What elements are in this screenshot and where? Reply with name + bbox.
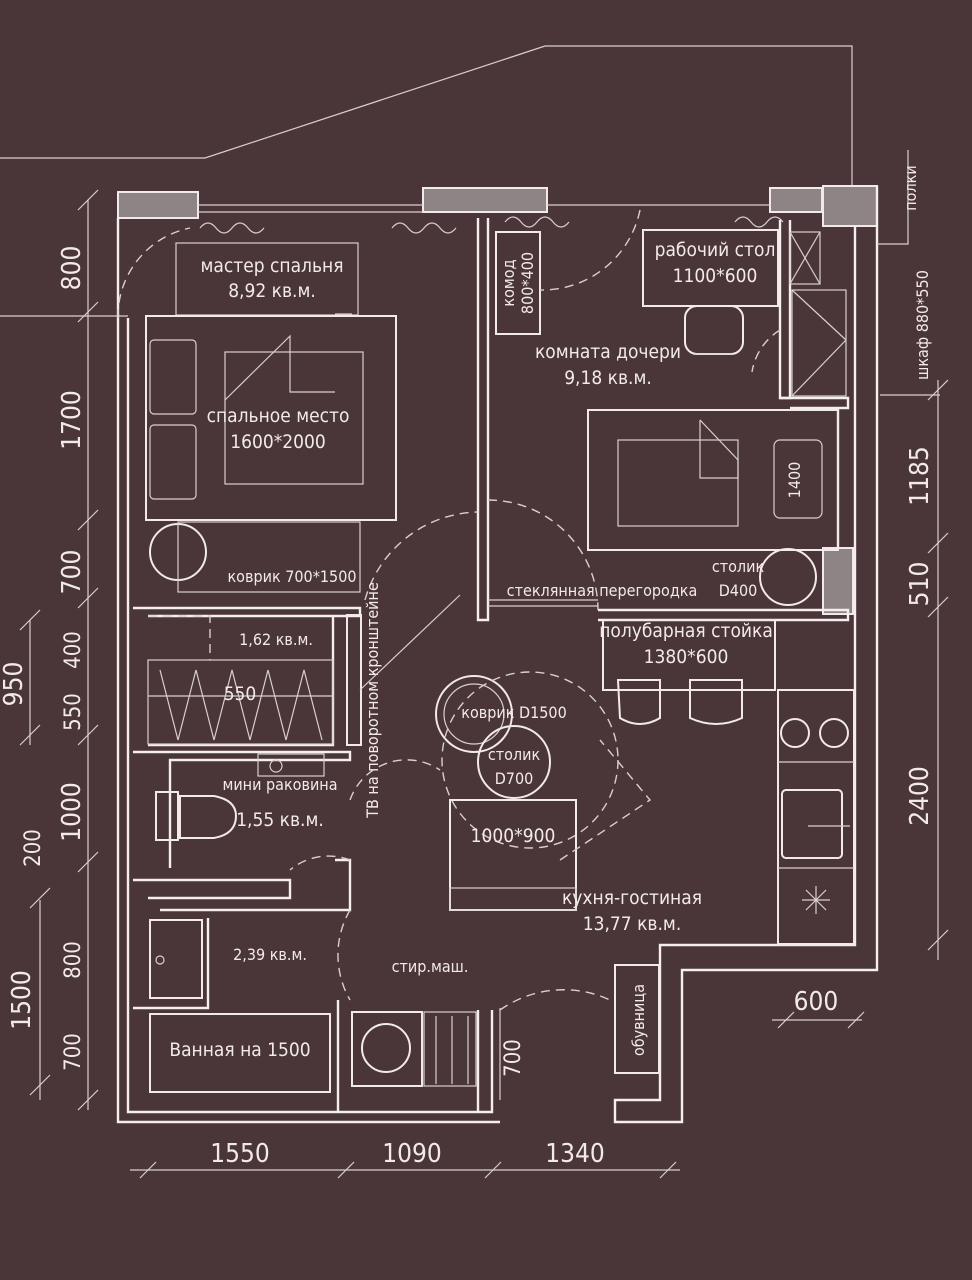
dim-bottom-1090: 1090 xyxy=(382,1139,442,1169)
daughter-room-area: 9,18 кв.м. xyxy=(564,367,652,389)
glass-partition-label: стеклянная перегородка xyxy=(507,581,698,600)
master-bedroom-area: 8,92 кв.м. xyxy=(228,280,316,302)
dim-bottom-1340: 1340 xyxy=(545,1139,605,1169)
dim-left-1000: 1000 xyxy=(57,782,87,842)
side-table-size: D400 xyxy=(719,581,758,600)
living-area: коврик D1500 столик D700 1000*900 xyxy=(349,671,652,911)
washer-label: стир.маш. xyxy=(392,957,469,976)
mini-sink-label: мини раковина xyxy=(222,775,337,794)
dresser: комод 800*400 xyxy=(495,231,541,335)
rug-small: коврик 700*1500 xyxy=(227,567,356,586)
curtains xyxy=(199,216,784,234)
bed-size: 1600*2000 xyxy=(230,431,326,453)
shoe-rack-label: обувница xyxy=(629,984,648,1056)
dim-left-700b: 700 xyxy=(61,1033,86,1071)
daughter-room: комната дочери 9,18 кв.м. рабочий стол 1… xyxy=(535,150,932,606)
kitchen-living-name: кухня-гостиная xyxy=(562,887,702,909)
dim-bottom-1550: 1550 xyxy=(210,1139,270,1169)
daughter-room-name: комната дочери xyxy=(535,341,681,363)
sofa-size: 1000*900 xyxy=(471,825,556,847)
coffee-table-size: D700 xyxy=(495,769,534,788)
bar-counter-name: полубарная стойка xyxy=(599,620,773,642)
dim-left-800b: 800 xyxy=(61,941,86,979)
hall-bath: 2,39 кв.м. Ванная на 1500 стир.маш. обув… xyxy=(149,909,660,1093)
dim-inner-700: 700 xyxy=(501,1039,526,1077)
glass-partition: стеклянная перегородка xyxy=(364,499,698,611)
shelves-label: полки xyxy=(901,165,920,210)
dim-left-400: 400 xyxy=(61,631,86,669)
tv-unit: ТВ на поворотном кронштейне xyxy=(346,582,461,819)
bar-counter-size: 1380*600 xyxy=(644,646,729,668)
coffee-table-name: столик xyxy=(488,745,541,764)
master-bedroom-name: мастер спальня xyxy=(200,255,343,277)
dimension-lines xyxy=(19,189,949,1179)
tv-label: ТВ на поворотном кронштейне xyxy=(363,582,382,819)
kid-bed-size: 1400 xyxy=(785,462,804,499)
wardrobe-label: шкаф 880*550 xyxy=(913,270,932,380)
dresser-name: комод xyxy=(499,259,518,306)
dim-left-1500: 1500 xyxy=(7,970,37,1030)
dim-left-950: 950 xyxy=(0,662,29,707)
walls xyxy=(116,186,879,1124)
dim-right-2400: 2400 xyxy=(905,766,935,826)
closet-dim: 550 xyxy=(224,683,257,705)
dim-right-1185: 1185 xyxy=(905,446,935,506)
dim-right-510: 510 xyxy=(905,562,935,607)
kitchen: полубарная стойка 1380*600 кухня-гостина… xyxy=(562,619,855,945)
kitchen-living-area: 13,77 кв.м. xyxy=(583,913,682,935)
dim-right-600: 600 xyxy=(794,987,839,1017)
bath-label: Ванная на 1500 xyxy=(169,1039,310,1061)
dimension-labels: 800 1700 700 950 400 550 1000 200 800 70… xyxy=(0,246,935,1169)
side-table-name: столик xyxy=(712,557,765,576)
desk-name: рабочий стол xyxy=(655,239,776,261)
dim-left-550: 550 xyxy=(61,693,86,731)
desk-size: 1100*600 xyxy=(673,265,758,287)
dim-left-800: 800 xyxy=(57,246,87,291)
dresser-size: 800*400 xyxy=(518,252,537,314)
closet-area: 1,62 кв.м. xyxy=(239,630,313,649)
closet: 1,62 кв.м. 550 xyxy=(147,615,334,745)
wc-area: 1,55 кв.м. xyxy=(236,809,324,831)
rug-round: коврик D1500 xyxy=(461,703,566,722)
hall-area: 2,39 кв.м. xyxy=(233,945,307,964)
wc: мини раковина 1,55 кв.м. xyxy=(155,753,351,871)
balcony-outline xyxy=(0,45,853,317)
dim-left-1700: 1700 xyxy=(57,390,87,450)
windows xyxy=(117,185,878,615)
master-bedroom: мастер спальня 8,92 кв.м. спальное место… xyxy=(117,227,397,593)
bed-name: спальное место xyxy=(207,405,350,427)
dim-left-700: 700 xyxy=(57,550,87,595)
dim-left-200: 200 xyxy=(21,829,46,867)
